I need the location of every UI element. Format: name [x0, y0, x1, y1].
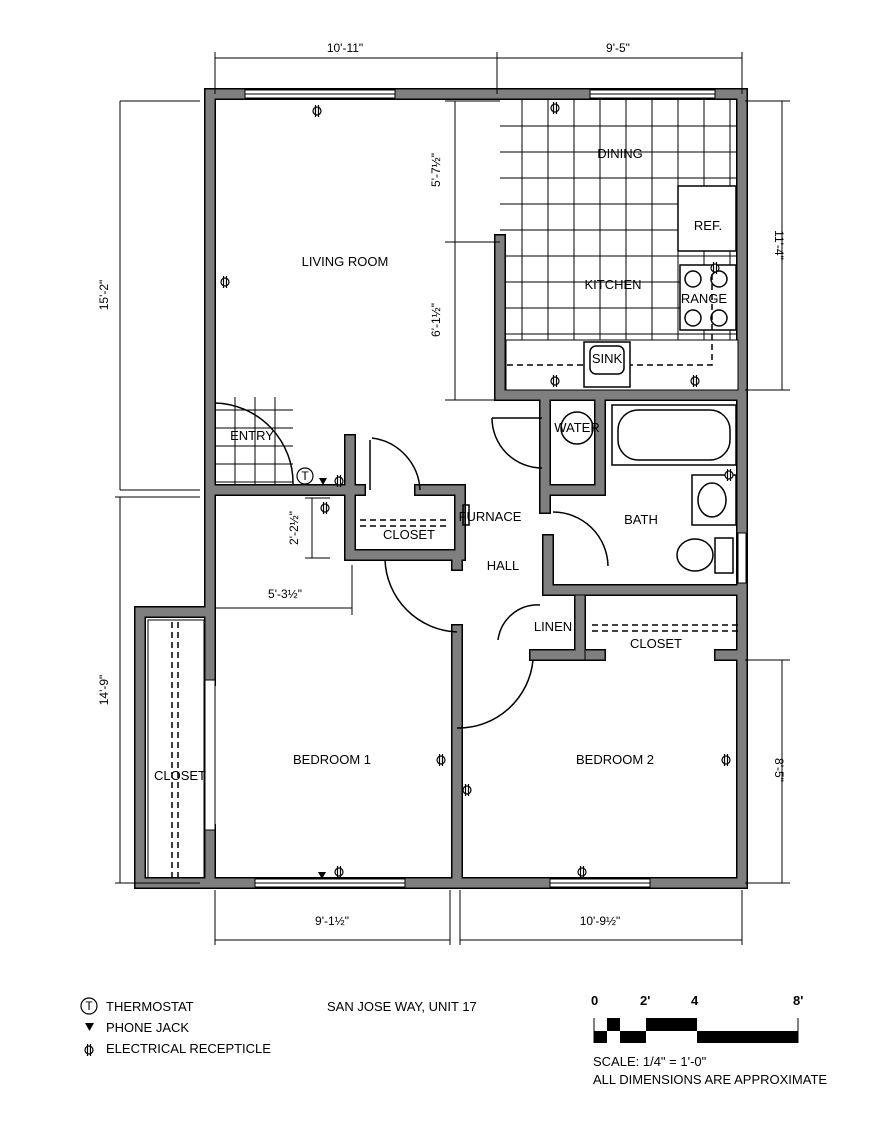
- phone-jack-icon: [318, 872, 326, 879]
- phone-jack-icon: [85, 1023, 94, 1031]
- dim-left-lower: 14'-9": [97, 675, 111, 706]
- legend-outlet: ELECTRICAL RECEPTICLE: [106, 1041, 271, 1056]
- dim-hall-small: 2'-2½": [287, 511, 301, 545]
- doors: [214, 402, 609, 729]
- bathtub: [611, 404, 737, 466]
- dim-top-right: 9'-5": [606, 41, 630, 55]
- dim-right-lower: 8'-5": [772, 758, 786, 782]
- water-heater-label: WATER: [554, 420, 600, 435]
- thermostat-icon: [80, 997, 98, 1015]
- legend: T THERMOSTAT PHONE JACK ELECTRICAL RECEP…: [80, 997, 271, 1057]
- room-label-dining: DINING: [597, 146, 643, 161]
- thermostat-icon: T: [296, 467, 314, 485]
- dim-bottom-left: 9'-1½": [315, 914, 349, 928]
- room-label-bedroom2: BEDROOM 2: [576, 752, 654, 767]
- refrigerator: [677, 185, 737, 252]
- water-heater: [560, 411, 594, 445]
- entry-tiles: [215, 397, 293, 485]
- vanity: [691, 474, 737, 526]
- dim-right-upper: 11'-4": [772, 230, 786, 260]
- legend-phone: PHONE JACK: [106, 1020, 189, 1035]
- linen-label: LINEN: [534, 619, 572, 634]
- room-label-kitchen: KITCHEN: [584, 277, 641, 292]
- svg-text:T: T: [301, 469, 309, 483]
- room-label-bath: BATH: [624, 512, 658, 527]
- entry-label: ENTRY: [230, 428, 274, 443]
- svg-text:2': 2': [640, 993, 650, 1008]
- scale-label: SCALE: 1/4" = 1'-0": [593, 1054, 707, 1069]
- closet-label-bedroom1: CLOSET: [154, 768, 206, 783]
- windows: [204, 89, 747, 888]
- closet-label-bedroom2: CLOSET: [630, 636, 682, 651]
- scale-note: ALL DIMENSIONS ARE APPROXIMATE: [593, 1072, 827, 1087]
- dim-kitchen-depth: 6'-1½": [429, 303, 443, 337]
- svg-text:T: T: [85, 999, 93, 1013]
- room-label-bedroom1: BEDROOM 1: [293, 752, 371, 767]
- dim-left-upper: 15'-2": [97, 280, 111, 311]
- room-label-hall: HALL: [487, 558, 520, 573]
- plan-title: SAN JOSE WAY, UNIT 17: [327, 999, 477, 1014]
- svg-text:4: 4: [691, 993, 699, 1008]
- dim-bed1-inner: 5'-3½": [268, 587, 302, 601]
- ref-label: REF.: [694, 218, 722, 233]
- legend-thermostat: THERMOSTAT: [106, 999, 194, 1014]
- scale-bar: 0 2' 4 8' SCALE: 1/4" = 1'-0" ALL DIMENS…: [591, 993, 827, 1087]
- room-label-living: LIVING ROOM: [302, 254, 389, 269]
- outlet-icon: [84, 1043, 94, 1057]
- dim-top-left: 10'-11": [327, 41, 363, 55]
- furnace-label: FURNACE: [459, 509, 522, 524]
- closet-label-hall: CLOSET: [383, 527, 435, 542]
- sink: [583, 341, 631, 388]
- dim-dining-depth: 5'-7½": [429, 153, 443, 187]
- phone-jack-icon: [319, 478, 327, 485]
- toilet: [676, 538, 714, 572]
- dim-bottom-right: 10'-9½": [580, 914, 621, 928]
- dimension-lines: [115, 52, 790, 945]
- sink-label: SINK: [592, 351, 623, 366]
- svg-text:8': 8': [793, 993, 803, 1008]
- svg-text:0: 0: [591, 993, 598, 1008]
- fixtures: [147, 185, 739, 879]
- range-label: RANGE: [681, 291, 728, 306]
- walls: [134, 88, 748, 889]
